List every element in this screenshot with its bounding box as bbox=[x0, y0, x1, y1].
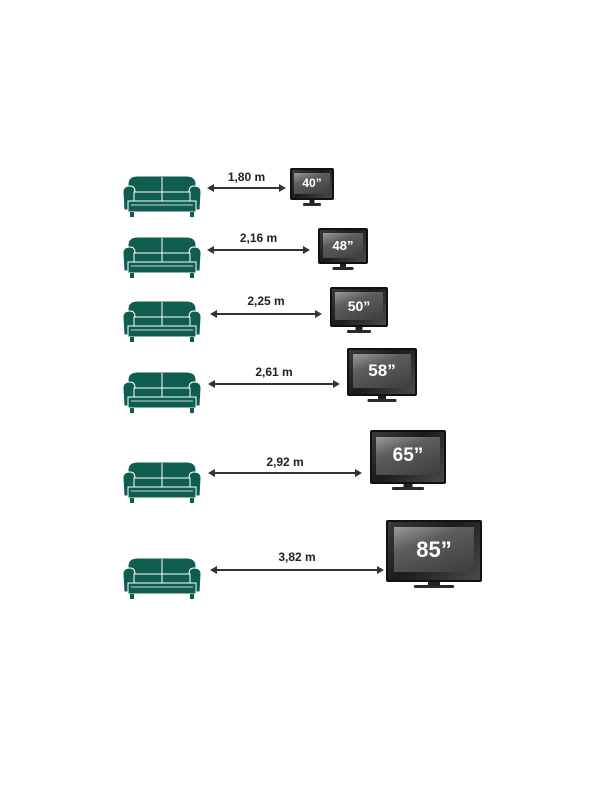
tv-panel: 58” bbox=[352, 353, 412, 388]
row-50: 2,25 m 50” bbox=[0, 287, 600, 342]
tv-panel: 50” bbox=[335, 292, 383, 320]
row-65: 2,92 m 65” bbox=[0, 430, 600, 503]
row-48: 2,16 m 48” bbox=[0, 228, 600, 278]
distance-label: 2,16 m bbox=[239, 231, 278, 245]
double-arrow-icon bbox=[207, 184, 286, 192]
tv-size-label: 48” bbox=[332, 237, 354, 253]
tv-screen: 48” bbox=[318, 228, 368, 264]
tv-icon: 85” bbox=[386, 520, 482, 590]
tv-icon: 58” bbox=[347, 348, 417, 404]
tv-screen: 50” bbox=[330, 287, 388, 327]
tv-icon: 65” bbox=[370, 430, 446, 492]
distance-label: 2,61 m bbox=[255, 365, 293, 379]
row-40: 1,80 m 40” bbox=[0, 168, 600, 217]
tv-panel: 48” bbox=[322, 232, 364, 258]
tv-panel: 65” bbox=[376, 436, 440, 475]
sofa-icon bbox=[122, 236, 202, 278]
tv-icon: 50” bbox=[330, 287, 388, 335]
double-arrow-icon bbox=[208, 380, 340, 388]
tv-size-label: 50” bbox=[347, 298, 371, 315]
sofa bbox=[122, 170, 202, 220]
tv-screen: 58” bbox=[347, 348, 417, 396]
double-arrow-icon bbox=[208, 469, 362, 477]
distance-label: 1,80 m bbox=[227, 170, 266, 184]
tv-size-label: 58” bbox=[368, 360, 396, 380]
tv-icon: 48” bbox=[318, 228, 368, 272]
tv-size-label: 40” bbox=[302, 176, 322, 191]
sofa bbox=[122, 231, 202, 281]
distance-label: 2,92 m bbox=[266, 455, 304, 469]
tv-screen: 85” bbox=[386, 520, 482, 582]
sofa-icon bbox=[122, 557, 202, 599]
double-arrow-icon bbox=[207, 246, 310, 254]
sofa-icon bbox=[122, 371, 202, 413]
tv-icon: 40” bbox=[290, 168, 334, 208]
tv-screen: 65” bbox=[370, 430, 446, 484]
row-58: 2,61 m 58” bbox=[0, 348, 600, 413]
sofa bbox=[122, 366, 202, 416]
tv-size-label: 65” bbox=[392, 444, 424, 466]
tv-panel: 85” bbox=[393, 527, 475, 572]
sofa-icon bbox=[122, 461, 202, 503]
double-arrow-icon bbox=[210, 566, 384, 574]
sofa-icon bbox=[122, 300, 202, 342]
sofa bbox=[122, 456, 202, 506]
distance-label: 2,25 m bbox=[247, 294, 285, 308]
sofa bbox=[122, 295, 202, 345]
tv-size-label: 85” bbox=[416, 536, 452, 562]
tv-panel: 40” bbox=[294, 172, 330, 195]
row-85: 3,82 m 85” bbox=[0, 520, 600, 599]
tv-screen: 40” bbox=[290, 168, 334, 200]
distance-label: 3,82 m bbox=[278, 550, 316, 564]
sofa-icon bbox=[122, 175, 202, 217]
sofa bbox=[122, 552, 202, 602]
double-arrow-icon bbox=[210, 310, 322, 318]
